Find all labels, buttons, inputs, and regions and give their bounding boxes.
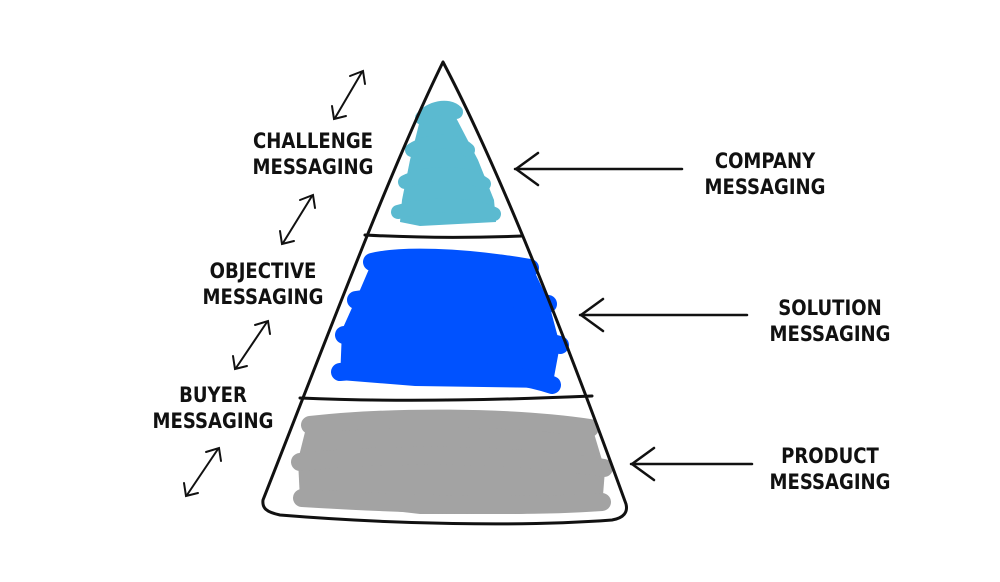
label-line: BUYER [179, 383, 247, 407]
double-headed-arrow-icon [232, 319, 271, 371]
pyramid-outline [261, 60, 628, 526]
label-objective-messaging: OBJECTIVE MESSAGING [190, 258, 336, 310]
left-arrow-icon [629, 446, 754, 482]
label-line: MESSAGING [769, 470, 891, 494]
label-solution-messaging: SOLUTION MESSAGING [757, 295, 903, 347]
label-line: COMPANY [714, 149, 816, 173]
label-line: MESSAGING [704, 175, 826, 199]
tier-divider-top [363, 233, 524, 239]
label-line: MESSAGING [769, 322, 891, 346]
label-line: MESSAGING [152, 409, 274, 433]
double-headed-arrow-icon [183, 446, 222, 498]
tier-divider-bottom [298, 394, 594, 402]
bottom-tier-fill [291, 409, 613, 514]
double-headed-arrow-icon [279, 193, 316, 246]
double-headed-arrow-icon [331, 69, 366, 121]
label-challenge-messaging: CHALLENGE MESSAGING [240, 128, 386, 180]
label-line: SOLUTION [778, 296, 882, 320]
middle-tier-fill [331, 248, 569, 394]
label-line: PRODUCT [781, 444, 879, 468]
label-company-messaging: COMPANY MESSAGING [692, 148, 838, 200]
label-line: CHALLENGE [253, 129, 373, 153]
left-arrow-icon [513, 151, 684, 187]
label-line: OBJECTIVE [209, 259, 317, 283]
label-line: MESSAGING [202, 285, 324, 309]
label-product-messaging: PRODUCT MESSAGING [757, 443, 903, 495]
left-arrow-icon [578, 297, 749, 333]
top-tier-fill [391, 100, 501, 226]
label-line: MESSAGING [252, 155, 374, 179]
label-buyer-messaging: BUYER MESSAGING [140, 382, 286, 434]
